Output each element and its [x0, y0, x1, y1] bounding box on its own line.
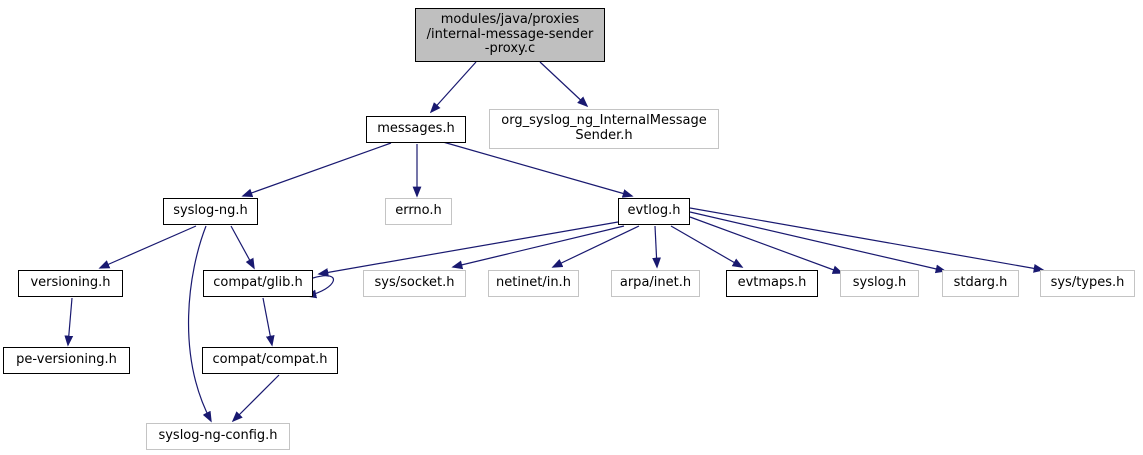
node-sys-types-h: sys/types.h — [1040, 270, 1135, 297]
node-evtlog-h[interactable]: evtlog.h — [618, 198, 690, 225]
edge-evtlog-h--evtmaps-h — [670, 225, 744, 268]
node-syslog-ng-h[interactable]: syslog-ng.h — [163, 198, 258, 225]
node-stdarg-h: stdarg.h — [942, 270, 1019, 297]
edge-evtlog-h--syslog-h — [689, 216, 844, 274]
node-compat-compat-h[interactable]: compat/compat.h — [202, 347, 338, 374]
edge-compat-compat-h--syslog-ng-config-h — [231, 374, 280, 423]
edge-evtlog-h--compat-glib-h — [317, 221, 619, 277]
edge-versioning-h--pe-versioning-h — [64, 297, 74, 347]
edge-compat-glib-h--compat-compat-h — [262, 297, 275, 347]
node-syslog-h: syslog.h — [840, 270, 919, 297]
node-messages-h[interactable]: messages.h — [366, 116, 466, 143]
node-errno-h: errno.h — [385, 198, 452, 225]
edge-evtlog-h--sys-socket-h — [451, 225, 625, 270]
edge-messages-h--syslog-ng-h — [241, 142, 392, 197]
edge-syslog-ng-h--syslog-ng-config-h — [187, 225, 212, 423]
node-netinet-in-h: netinet/in.h — [488, 270, 579, 297]
edge-messages-h--evtlog-h — [442, 141, 634, 198]
node-evtmaps-h[interactable]: evtmaps.h — [726, 270, 818, 297]
node-compat-glib-h[interactable]: compat/glib.h — [203, 270, 313, 297]
edge-proxy-c--messages-h — [429, 61, 477, 114]
edge-evtlog-h--netinet-in-h — [551, 225, 640, 268]
edge-syslog-ng-h--compat-glib-h — [230, 225, 255, 270]
node-arpa-inet-h: arpa/inet.h — [611, 270, 700, 297]
node-sys-socket-h: sys/socket.h — [363, 270, 466, 297]
edge-syslog-ng-h--versioning-h — [98, 225, 197, 269]
node-proxy-c: modules/java/proxies /internal-message-s… — [415, 8, 605, 62]
node-pe-versioning-h[interactable]: pe-versioning.h — [3, 347, 130, 374]
node-versioning-h[interactable]: versioning.h — [18, 270, 123, 297]
edge-evtlog-h--sys-types-h — [689, 207, 1045, 273]
node-org-sender-h: org_syslog_ng_InternalMessage Sender.h — [489, 109, 719, 149]
node-syslog-ng-config-h: syslog-ng-config.h — [146, 423, 290, 450]
edge-proxy-c--org-sender-h — [539, 61, 589, 108]
edge-evtlog-h--arpa-inet-h — [652, 225, 661, 269]
edge-evtlog-h--stdarg-h — [689, 211, 947, 274]
